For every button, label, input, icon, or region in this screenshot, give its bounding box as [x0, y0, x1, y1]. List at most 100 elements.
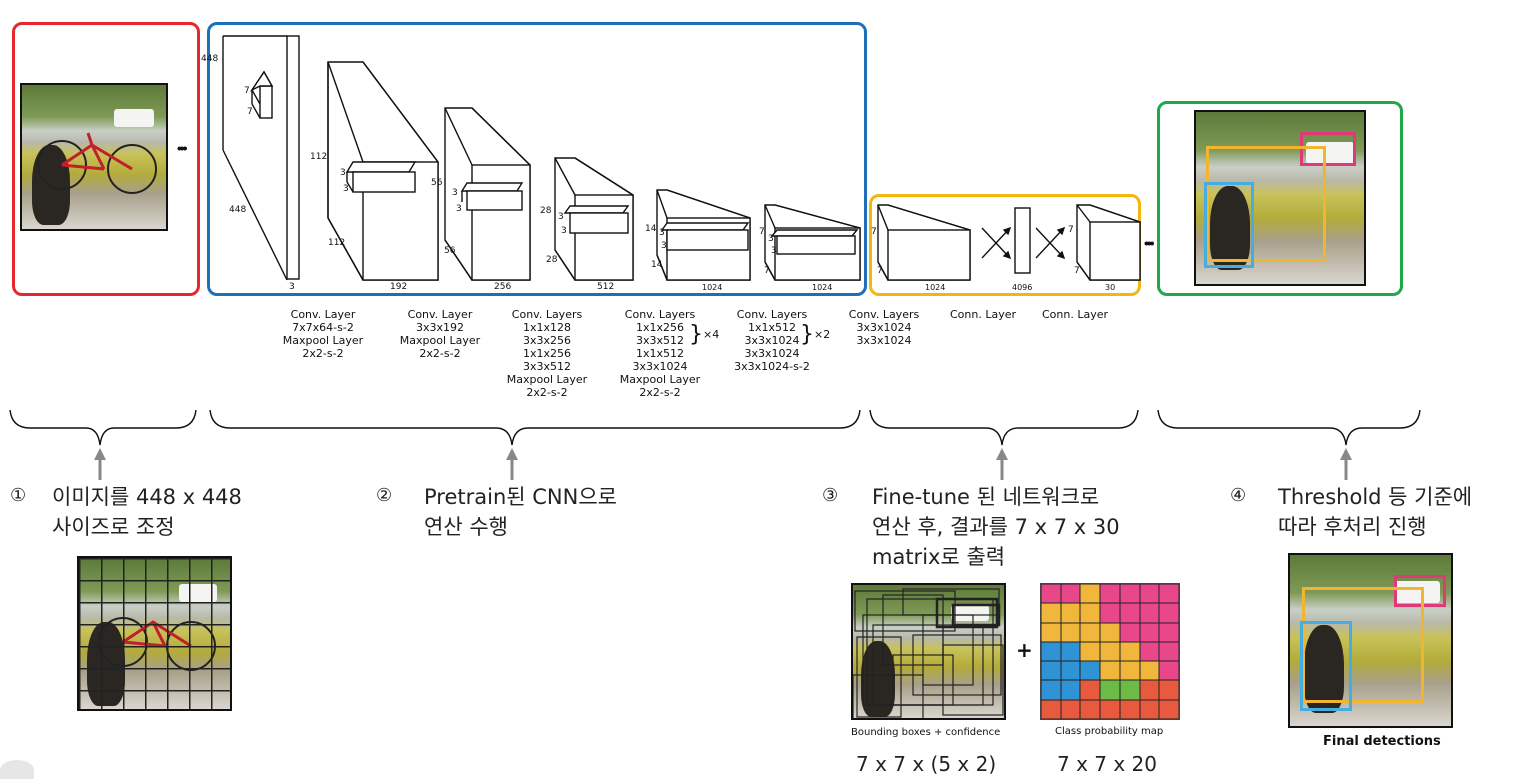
- dim-c4-14a: 14: [645, 224, 657, 234]
- dim-out-30: 30: [1105, 283, 1116, 292]
- class-map-cell: [1060, 622, 1081, 642]
- class-map-cell: [1060, 641, 1081, 662]
- dim-c2-k3a: 3: [452, 188, 458, 198]
- class-map-cell: [1139, 584, 1160, 604]
- class-map-cell: [1139, 622, 1160, 642]
- dim-448-side: 448: [229, 205, 247, 215]
- input-photo: [20, 83, 168, 231]
- class-map-cell: [1041, 680, 1061, 700]
- dim-c4-k3a: 3: [659, 228, 665, 238]
- class-map-cell: [1119, 661, 1140, 681]
- dim-c3-28b: 28: [546, 255, 558, 265]
- dim-c4-14b: 14: [651, 260, 663, 270]
- bbox-formula: 7 x 7 x (5 x 2): [856, 752, 997, 776]
- class-map-cell: [1119, 584, 1140, 604]
- class-map-cell: [1041, 622, 1061, 642]
- dim-c5-k3b: 3: [771, 246, 777, 256]
- dim-out-7a: 7: [1068, 225, 1074, 235]
- class-map-cell: [1060, 584, 1081, 604]
- layer-label-7: Conn. Layer: [949, 308, 1017, 321]
- ellipsis-dots: • • •: [177, 140, 188, 156]
- class-map-cell: [1100, 641, 1120, 662]
- dim-c2-56b: 56: [444, 246, 456, 256]
- step-3-number: ③: [822, 485, 839, 506]
- class-map-cell: [1159, 622, 1179, 642]
- dim-c5-1024: 1024: [812, 283, 833, 292]
- class-map-cell: [1080, 680, 1101, 700]
- class-map-cell: [1139, 603, 1160, 623]
- repeat-x4: }×4: [689, 322, 720, 347]
- stage-4-frame: [1157, 101, 1403, 296]
- dim-c1-k3b: 3: [343, 184, 349, 194]
- class-map-cell: [1041, 641, 1061, 662]
- dim-c2-256: 256: [494, 282, 512, 292]
- dim-fc-4096: 4096: [1012, 283, 1033, 292]
- class-map-cell: [1060, 680, 1081, 700]
- class-formula: 7 x 7 x 20: [1057, 752, 1157, 776]
- class-map-cell: [1159, 680, 1179, 700]
- stage-2-frame: [207, 22, 867, 296]
- class-map-cell: [1100, 622, 1120, 642]
- detection-photo-top: [1194, 110, 1366, 286]
- class-map-cell: [1119, 699, 1140, 719]
- class-map-cell: [1080, 699, 1101, 719]
- class-map-cell: [1139, 699, 1160, 719]
- class-map-cell: [1100, 699, 1120, 719]
- class-map-cell: [1080, 603, 1101, 623]
- dim-c3-28a: 28: [540, 206, 552, 216]
- dim-c5-7b: 7: [764, 266, 770, 276]
- class-map-cell: [1139, 661, 1160, 681]
- class-map-cell: [1119, 680, 1140, 700]
- dim-c2-k3b: 3: [456, 204, 462, 214]
- dim-k7b: 7: [247, 107, 253, 117]
- class-map-cell: [1159, 641, 1179, 662]
- class-map-cell: [1119, 641, 1140, 662]
- class-map-cell: [1100, 680, 1120, 700]
- dim-c5-7a: 7: [759, 227, 765, 237]
- class-map-cell: [1080, 584, 1101, 604]
- class-map-cell: [1041, 699, 1061, 719]
- class-map-cell: [1159, 603, 1179, 623]
- bbox-caption: Bounding boxes + confidence: [851, 727, 1001, 738]
- class-caption: Class probability map: [1055, 726, 1164, 737]
- dim-c6-1024: 1024: [925, 283, 946, 292]
- class-map-cell: [1119, 603, 1140, 623]
- repeat-x2: }×2: [800, 322, 831, 347]
- class-map-cell: [1139, 641, 1160, 662]
- class-map-cell: [1119, 622, 1140, 642]
- dim-out-7b: 7: [1074, 266, 1080, 276]
- dim-c2-56a: 56: [431, 178, 443, 188]
- ellipsis-dots-right: • • •: [1144, 235, 1155, 251]
- class-map-cell: [1041, 603, 1061, 623]
- bbox-photo: [851, 583, 1006, 720]
- final-detections-photo: [1288, 553, 1453, 728]
- corner-decoration: [0, 760, 34, 779]
- class-map-cell: [1159, 699, 1179, 719]
- dim-c1-112b: 112: [328, 238, 346, 248]
- step-4-number: ④: [1230, 485, 1247, 506]
- class-map-cell: [1100, 661, 1120, 681]
- dim-448-top: 448: [201, 54, 219, 64]
- class-map-cell: [1080, 641, 1101, 662]
- dim-c3-k3a: 3: [558, 212, 564, 222]
- dim-c1-112a: 112: [310, 152, 328, 162]
- class-map-cell: [1080, 622, 1101, 642]
- dim-c1-192: 192: [390, 282, 408, 292]
- class-map-cell: [1159, 661, 1179, 681]
- class-map-cell: [1080, 661, 1101, 681]
- final-caption: Final detections: [1323, 734, 1441, 749]
- class-map-cell: [1060, 699, 1081, 719]
- dim-c6-7b: 7: [877, 266, 883, 276]
- dim-c3-k3b: 3: [561, 226, 567, 236]
- dim-c1-k3a: 3: [340, 168, 346, 178]
- dim-k7a: 7: [244, 86, 250, 96]
